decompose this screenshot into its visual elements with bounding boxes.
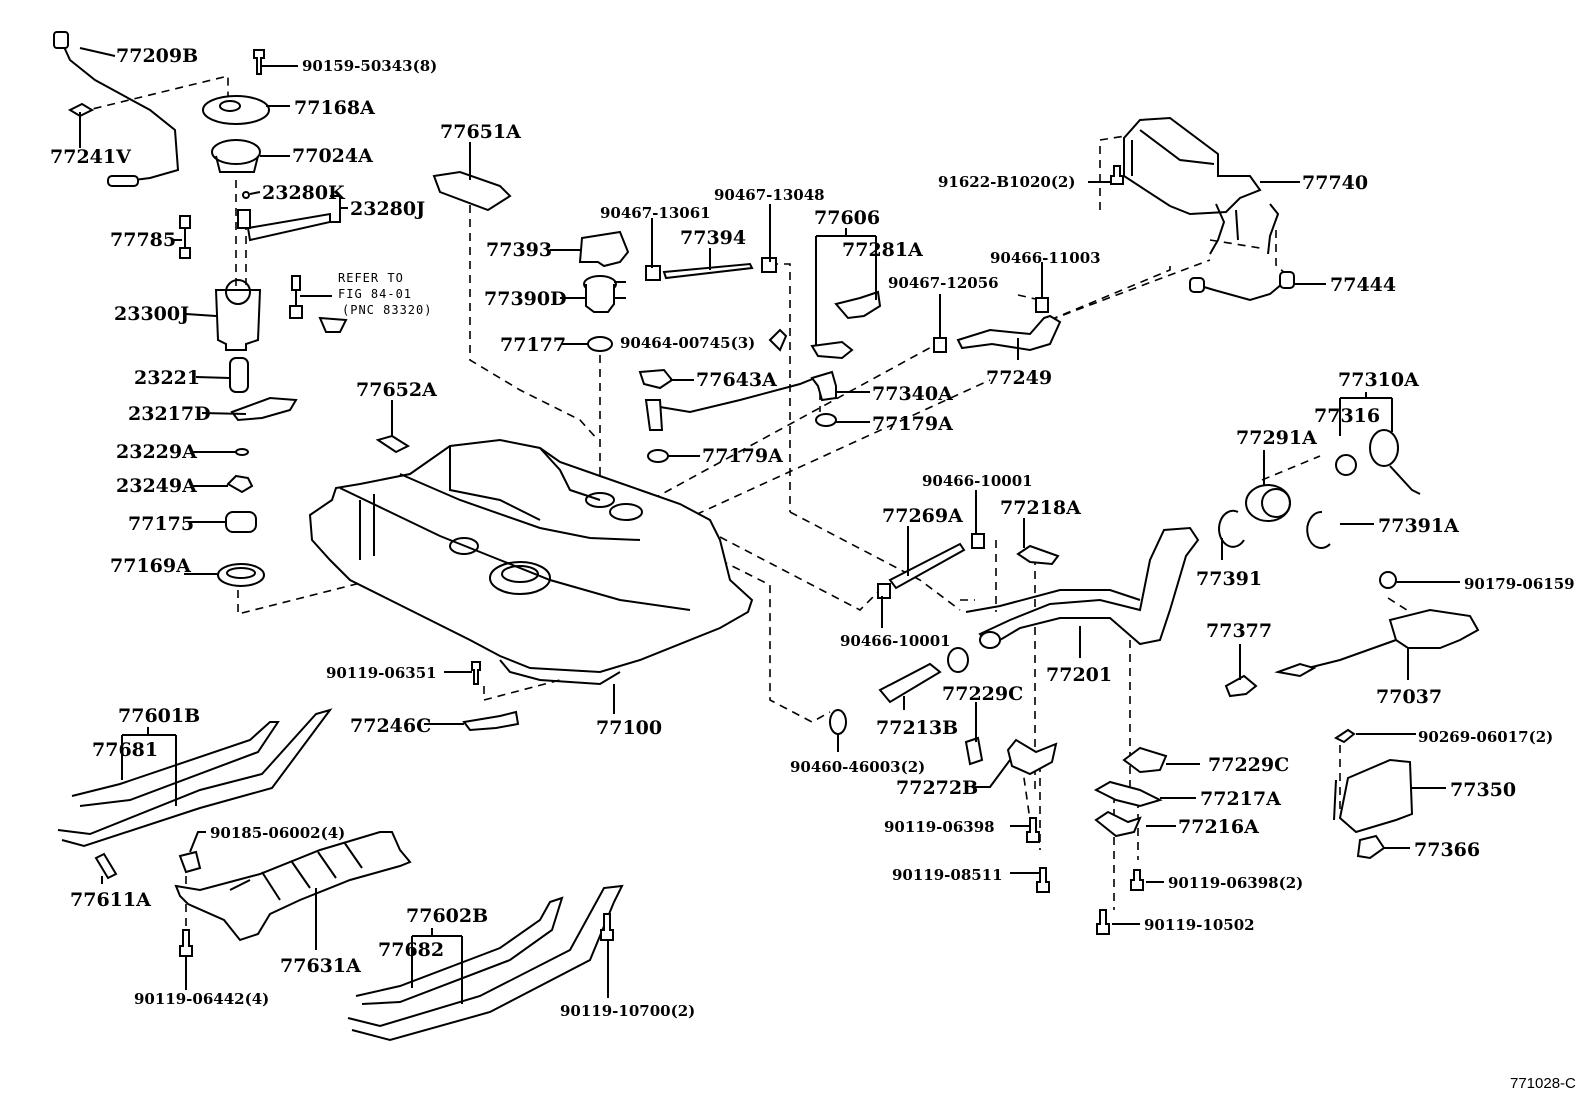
label-90466-10001-lower[interactable]: 90466-10001	[840, 632, 951, 650]
charcoal-canister-drawing	[1123, 116, 1262, 216]
fuel-pump-bracket-drawing	[214, 289, 262, 351]
label-90467-13061[interactable]: 90467-13061	[600, 204, 711, 222]
label-77785[interactable]: 77785	[110, 229, 176, 251]
label-90179-06159[interactable]: 90179-06159	[1464, 575, 1575, 593]
leader-lines	[79, 47, 1460, 1004]
label-23229A[interactable]: 23229A	[116, 441, 197, 463]
label-77340A[interactable]: 77340A	[872, 383, 953, 405]
label-77281A[interactable]: 77281A	[842, 239, 923, 261]
label-90467-12056[interactable]: 90467-12056	[888, 274, 999, 292]
label-90159-50343[interactable]: 90159-50343(8)	[302, 57, 437, 75]
label-90119-08511[interactable]: 90119-08511	[892, 866, 1003, 884]
label-90119-06442[interactable]: 90119-06442(4)	[134, 990, 269, 1008]
fuel-tank-drawing	[308, 438, 754, 674]
label-77024A[interactable]: 77024A	[292, 145, 373, 167]
label-77310A[interactable]: 77310A	[1338, 369, 1419, 391]
label-77249[interactable]: 77249	[986, 367, 1052, 389]
label-90119-06398[interactable]: 90119-06398	[884, 818, 995, 836]
label-77037[interactable]: 77037	[1376, 686, 1442, 708]
label-77350[interactable]: 77350	[1450, 779, 1516, 801]
label-77177[interactable]: 77177	[500, 334, 566, 356]
label-77444[interactable]: 77444	[1330, 274, 1396, 296]
label-90466-11003[interactable]: 90466-11003	[990, 249, 1101, 267]
part-labels: 77209B 90159-50343(8) 77168A 77241V 7702…	[50, 45, 1576, 1092]
label-77229C-left[interactable]: 77229C	[942, 683, 1023, 705]
label-77216A[interactable]: 77216A	[1178, 816, 1259, 838]
label-77175[interactable]: 77175	[128, 513, 194, 535]
label-23217D[interactable]: 23217D	[128, 403, 211, 425]
label-77241V[interactable]: 77241V	[50, 146, 132, 168]
label-23280K[interactable]: 23280K	[262, 182, 346, 204]
label-77316[interactable]: 77316	[1314, 405, 1380, 427]
label-77391[interactable]: 77391	[1196, 568, 1262, 590]
fuel-tank-band-1-drawing	[71, 721, 280, 807]
label-90269-06017[interactable]: 90269-06017(2)	[1418, 728, 1553, 746]
label-77740[interactable]: 77740	[1302, 172, 1368, 194]
label-77390D[interactable]: 77390D	[484, 288, 567, 310]
filler-pipe-drawing	[978, 526, 1200, 648]
refer-note-line2[interactable]: FIG 84-01	[338, 287, 412, 301]
label-77179A-upper[interactable]: 77179A	[872, 413, 953, 435]
label-77393[interactable]: 77393	[486, 239, 552, 261]
label-77269A[interactable]: 77269A	[882, 505, 963, 527]
label-90119-10700[interactable]: 90119-10700(2)	[560, 1002, 695, 1020]
label-90119-10502[interactable]: 90119-10502	[1144, 916, 1255, 934]
label-77631A[interactable]: 77631A	[280, 955, 361, 977]
label-77291A[interactable]: 77291A	[1236, 427, 1317, 449]
label-77377[interactable]: 77377	[1206, 620, 1272, 642]
label-77602B[interactable]: 77602B	[406, 905, 488, 927]
fuel-pump-drawing	[229, 357, 249, 393]
label-77606[interactable]: 77606	[814, 207, 880, 229]
fuel-tank-protector-drawing	[174, 831, 412, 942]
label-77213B[interactable]: 77213B	[876, 717, 958, 739]
label-23249A[interactable]: 23249A	[116, 475, 197, 497]
label-90460-46003[interactable]: 90460-46003(2)	[790, 758, 925, 776]
fuel-door-drawing	[1338, 758, 1414, 834]
label-77391A[interactable]: 77391A	[1378, 515, 1459, 537]
label-77179A-lower[interactable]: 77179A	[702, 445, 783, 467]
label-77682[interactable]: 77682	[378, 939, 444, 961]
label-91622-B1020[interactable]: 91622-B1020(2)	[938, 173, 1075, 191]
refer-note-line1: REFER TO	[338, 271, 404, 285]
label-77272B[interactable]: 77272B	[896, 777, 978, 799]
label-77601B[interactable]: 77601B	[118, 705, 200, 727]
label-77169A[interactable]: 77169A	[110, 555, 191, 577]
label-90119-06351[interactable]: 90119-06351	[326, 664, 437, 682]
fuel-tank-band-2-drawing	[355, 896, 564, 1005]
label-77246C[interactable]: 77246C	[350, 715, 431, 737]
label-90119-06398-2[interactable]: 90119-06398(2)	[1168, 874, 1303, 892]
label-77217A[interactable]: 77217A	[1200, 788, 1281, 810]
label-23280J[interactable]: 23280J	[350, 198, 425, 220]
figure-code: 771028-C	[1510, 1075, 1576, 1092]
refer-note-line3: (PNC 83320)	[342, 303, 432, 317]
label-77168A[interactable]: 77168A	[294, 97, 375, 119]
label-23221[interactable]: 23221	[134, 367, 200, 389]
label-77681[interactable]: 77681	[92, 739, 158, 761]
part-drawings	[53, 31, 1480, 1042]
label-77611A[interactable]: 77611A	[70, 889, 151, 911]
sender-gauge-wire-drawing	[59, 37, 180, 183]
label-90466-10001-upper[interactable]: 90466-10001	[922, 472, 1033, 490]
label-77394[interactable]: 77394	[680, 227, 746, 249]
label-77643A[interactable]: 77643A	[696, 369, 777, 391]
label-77366[interactable]: 77366	[1414, 839, 1480, 861]
label-77218A[interactable]: 77218A	[1000, 497, 1081, 519]
label-77201[interactable]: 77201	[1046, 664, 1112, 686]
label-23300J[interactable]: 23300J	[114, 303, 189, 325]
label-77652A[interactable]: 77652A	[356, 379, 437, 401]
label-77209B[interactable]: 77209B	[116, 45, 198, 67]
label-77100[interactable]: 77100	[596, 717, 662, 739]
label-77651A[interactable]: 77651A	[440, 121, 521, 143]
label-90464-00745[interactable]: 90464-00745(3)	[620, 334, 755, 352]
label-90185-06002[interactable]: 90185-06002(4)	[210, 824, 345, 842]
label-77229C-right[interactable]: 77229C	[1208, 754, 1289, 776]
label-90467-13048[interactable]: 90467-13048	[714, 186, 825, 204]
